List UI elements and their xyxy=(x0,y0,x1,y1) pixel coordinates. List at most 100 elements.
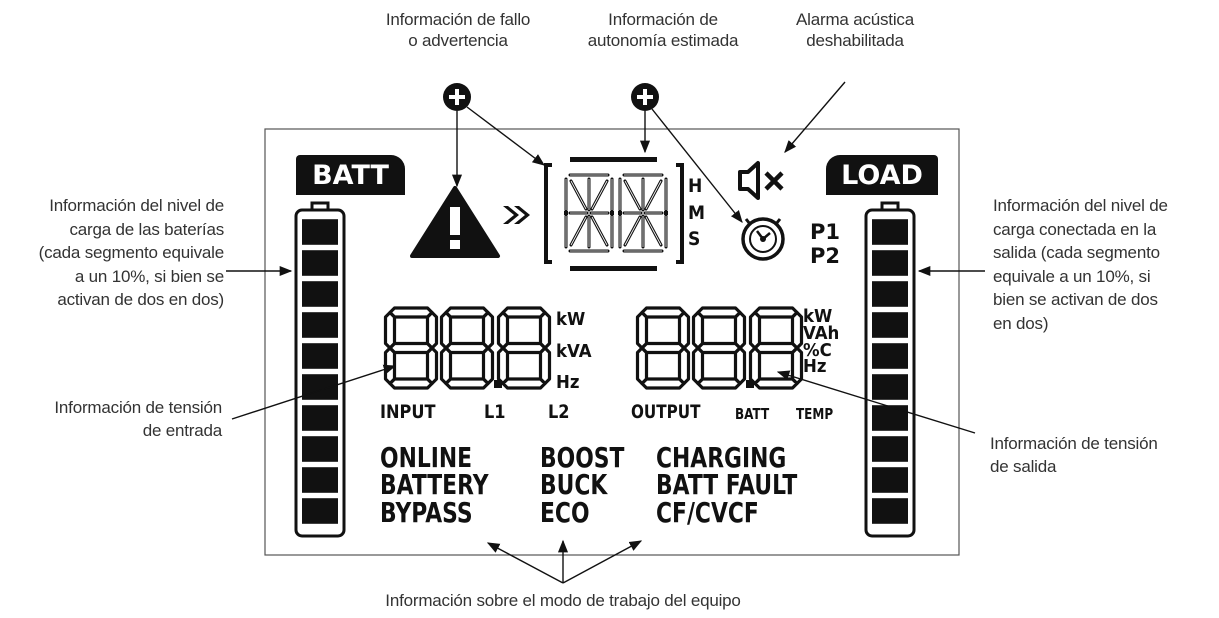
annotation-line: salida (cada segmento xyxy=(993,243,1160,262)
annotation-input-voltage: Información de tensión de entrada xyxy=(14,396,222,442)
level-segment xyxy=(872,281,908,307)
annotation-battery-level: Información del nivel de carga de las ba… xyxy=(4,194,225,312)
level-segment xyxy=(872,312,908,338)
lcd-panel xyxy=(264,128,960,556)
level-segment xyxy=(872,343,908,369)
annotation-fault-warning: Información de fallo o advertencia xyxy=(372,9,544,51)
load-level-bar xyxy=(864,201,916,538)
level-segment xyxy=(302,343,338,369)
battery-level-bar xyxy=(294,201,346,538)
voltage-digits xyxy=(383,306,804,390)
annotation-line: de salida xyxy=(990,457,1057,476)
decimal-point xyxy=(746,380,754,388)
profile-p1: P1 xyxy=(810,220,841,244)
annotation-load-level: Información del nivel de carga conectada… xyxy=(993,194,1215,335)
annotation-line: Información de fallo xyxy=(385,10,531,29)
level-segment xyxy=(302,219,338,245)
annotation-line: autonomía estimada xyxy=(587,31,739,50)
load-label: LOAD xyxy=(826,155,938,195)
level-segment xyxy=(872,436,908,462)
time-unit-h: H xyxy=(688,175,703,197)
seven-segment-digit xyxy=(439,306,495,390)
level-segment xyxy=(302,436,338,462)
seven-segment-digit xyxy=(496,306,552,390)
clock-icon xyxy=(741,217,785,261)
autonomy-digits xyxy=(564,173,668,253)
input-unit-hz: Hz xyxy=(556,372,580,393)
input-unit-kw: kW xyxy=(556,309,586,330)
annotation-line: bien se activan de dos xyxy=(993,290,1158,309)
time-unit-s: S xyxy=(688,228,701,250)
starburst-digit xyxy=(618,173,668,253)
output-label: OUTPUT xyxy=(631,401,701,423)
work-mode-label: ECO xyxy=(540,496,590,529)
work-mode-label: BUCK xyxy=(540,468,608,501)
level-segment xyxy=(302,405,338,431)
annotation-line: carga de las baterías xyxy=(69,219,224,239)
output-unit-hz: Hz xyxy=(803,356,827,377)
level-segment xyxy=(302,250,338,276)
work-mode-label: BATT FAULT xyxy=(656,468,798,501)
time-unit-m: M xyxy=(688,202,706,224)
input-unit-kva: kVA xyxy=(556,341,592,362)
level-segment xyxy=(872,219,908,245)
output-unit-vah: VAh xyxy=(803,323,840,344)
annotation-alarm-disabled: Alarma acústica deshabilitada xyxy=(780,9,930,51)
seven-segment-digit xyxy=(635,306,691,390)
output-unit-kw: kW xyxy=(803,306,833,327)
autonomy-display-bracket xyxy=(544,157,684,271)
starburst-digit xyxy=(564,173,614,253)
annotation-line: (cada segmento equivale xyxy=(38,243,225,262)
annotation-line: carga conectada en la xyxy=(993,219,1157,239)
level-segment xyxy=(872,467,908,493)
level-segment xyxy=(302,498,338,524)
speaker-muted-icon xyxy=(738,161,784,200)
profile-p2: P2 xyxy=(810,244,841,268)
level-segment xyxy=(872,374,908,400)
annotation-line: activan de dos en dos) xyxy=(57,290,224,309)
batt-temp-temp-label: TEMP xyxy=(796,405,834,423)
annotation-line: Información de xyxy=(608,10,718,29)
annotation-line: o advertencia xyxy=(408,31,508,50)
seven-segment-digit xyxy=(748,306,804,390)
annotation-line: deshabilitada xyxy=(806,31,904,50)
annotation-output-voltage: Información de tensión de salida xyxy=(990,432,1210,478)
annotation-line: Alarma acústica xyxy=(796,10,914,29)
annotation-line: equivale a un 10%, si xyxy=(993,266,1151,286)
work-mode-label: CF/CVCF xyxy=(656,496,759,529)
batt-label: BATT xyxy=(296,155,405,195)
annotation-line: en dos) xyxy=(993,313,1049,333)
callout-arrows xyxy=(226,81,985,584)
input-label: INPUT xyxy=(380,401,436,423)
seven-segment-digit xyxy=(691,306,747,390)
annotation-line: de entrada xyxy=(142,421,222,440)
plus-marker-autonomy xyxy=(631,83,659,111)
input-l1-label: L1 xyxy=(484,401,506,423)
level-segment xyxy=(302,312,338,338)
batt-temp-batt-label: BATT xyxy=(735,405,770,423)
annotation-line: a un 10%, si bien se xyxy=(74,266,224,286)
work-mode-label: BATTERY xyxy=(380,468,489,501)
work-mode-label: CHARGING xyxy=(656,441,787,474)
annotation-line: Información del nivel de xyxy=(993,196,1168,215)
work-mode-label: BOOST xyxy=(540,441,625,474)
annotation-autonomy: Información de autonomía estimada xyxy=(568,9,758,51)
decimal-point xyxy=(494,380,502,388)
level-segment xyxy=(872,250,908,276)
seven-segment-digit xyxy=(383,306,439,390)
annotation-line: Información del nivel de xyxy=(49,196,224,215)
level-segment xyxy=(872,405,908,431)
level-segment xyxy=(302,467,338,493)
level-segment xyxy=(872,498,908,524)
annotation-work-mode: Información sobre el modo de trabajo del… xyxy=(385,591,741,610)
double-chevron-icon xyxy=(503,206,530,224)
plus-marker-fault xyxy=(443,83,471,111)
annotation-line: Información de tensión xyxy=(990,434,1158,453)
level-segment xyxy=(302,281,338,307)
annotation-line: Información de tensión xyxy=(54,398,222,417)
input-l2-label: L2 xyxy=(548,401,570,423)
work-mode-label: BYPASS xyxy=(380,496,473,529)
output-unit-percent-c: %C xyxy=(803,340,832,361)
warning-icon xyxy=(410,186,500,258)
